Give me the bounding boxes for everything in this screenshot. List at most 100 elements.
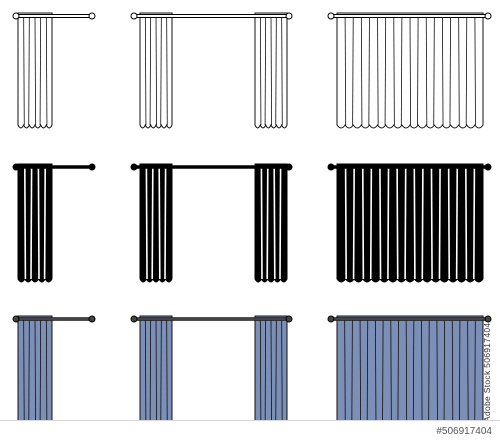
outline-single-left-finial-left <box>12 12 20 20</box>
silhouette-single-left-rod <box>15 165 93 169</box>
outline-full-closed-0-fold <box>352 15 354 126</box>
outline-full-closed-0-fold <box>442 15 444 126</box>
outline-full-closed-0-fold <box>409 15 412 126</box>
silhouette-single-left-0-fold <box>24 166 27 280</box>
colored-full-closed-0-fold <box>390 318 392 435</box>
silhouette-full-closed-0-fold <box>447 166 451 280</box>
silhouette-pair-open-1-fold <box>273 166 276 280</box>
outline-full-closed-0-fold <box>449 15 451 126</box>
silhouette-full-closed-0-fold <box>387 166 390 280</box>
colored-full-closed-0-fold <box>351 318 353 435</box>
outline-pair-open-rod <box>133 14 290 18</box>
colored-full-closed-0-fold <box>436 318 438 435</box>
colored-single-left-0-fold <box>34 318 36 435</box>
colored-full-closed-0-fold <box>382 318 384 435</box>
colored-single-left-0-fold <box>23 318 25 435</box>
colored-full-closed-0-fold <box>405 318 408 435</box>
silhouette-full-closed-0-fold <box>473 166 476 280</box>
outline-pair-open-1-fold <box>275 15 277 126</box>
silhouette-pair-open-finial-left <box>130 163 138 171</box>
silhouette-full-closed-0-fold <box>379 166 382 280</box>
silhouette-pair-open-1-fold <box>279 166 282 280</box>
silhouette-pair-open-finial-right <box>285 163 293 171</box>
silhouette-single-left-0-fold <box>43 166 46 280</box>
colored-full-closed-0-panel <box>336 315 484 438</box>
outline-single-left-rod <box>15 14 93 18</box>
colored-single-left-0-fold <box>45 318 48 435</box>
silhouette-single-left-finial-left <box>12 163 20 171</box>
colored-full-closed-0-fold <box>451 318 454 435</box>
outline-full-closed-finial-right <box>484 12 492 20</box>
outline-single-left-0-fold <box>23 15 25 126</box>
colored-full-closed-0-fold <box>375 318 377 435</box>
outline-full-closed-rod <box>330 14 489 18</box>
silhouette-full-closed-0-fold <box>396 166 399 280</box>
colored-pair-open-finial-left <box>130 315 138 323</box>
silhouette-pair-open-1-panel <box>254 163 288 283</box>
stock-watermark-number: 506917404 <box>482 322 492 368</box>
colored-pair-open-1-fold <box>270 318 273 435</box>
outline-full-closed-0-fold <box>368 15 370 126</box>
silhouette-full-closed-0-fold <box>455 166 459 280</box>
outline-full-closed-0-fold <box>433 15 435 126</box>
colored-full-closed-0-fold <box>412 318 415 435</box>
outline-full-closed-0-fold <box>465 15 468 126</box>
outline-pair-open-0-fold <box>155 15 158 126</box>
outline-full-closed-0-fold <box>384 15 387 126</box>
outline-full-closed-0-fold <box>344 15 347 126</box>
silhouette-full-closed-0-fold <box>438 166 441 280</box>
colored-pair-open-finial-right <box>285 315 293 323</box>
colored-full-closed-0-fold <box>458 318 461 435</box>
silhouette-pair-open-1-fold <box>260 166 263 280</box>
colored-pair-open-0-fold <box>166 318 168 435</box>
colored-full-closed-0-fold <box>474 318 476 435</box>
outline-full-closed-finial-left <box>327 12 335 20</box>
outline-full-closed-0-fold <box>458 15 460 126</box>
silhouette-full-closed-0-fold <box>465 166 468 280</box>
silhouette-pair-open-0-fold <box>164 166 167 280</box>
colored-pair-open-1-fold <box>275 318 277 435</box>
silhouette-full-closed-finial-right <box>484 163 492 171</box>
outline-full-closed-0-fold <box>425 15 428 126</box>
colored-pair-open-1-fold <box>264 318 267 435</box>
colored-full-closed-finial-right <box>484 315 492 323</box>
colored-single-left-finial-left <box>12 315 20 323</box>
outline-single-left-0-fold <box>39 15 42 126</box>
outline-full-closed-0-fold <box>377 15 379 126</box>
colored-full-closed-0-fold <box>421 318 423 435</box>
stock-watermark-vertical: Adobe Stock 506917404 <box>482 296 496 422</box>
silhouette-full-closed-rod <box>330 165 489 169</box>
silhouette-full-closed-0-fold <box>352 166 355 280</box>
outline-full-closed-0-fold <box>417 15 419 126</box>
colored-full-closed-0-fold <box>443 318 445 435</box>
outline-single-left-0-fold <box>28 15 30 126</box>
stock-watermark-bar: #506917404 <box>0 420 500 443</box>
colored-full-closed-0-fold <box>344 318 346 435</box>
silhouette-pair-open-0-fold <box>151 166 154 280</box>
silhouette-single-left-finial-right <box>88 163 96 171</box>
outline-single-left-0-fold <box>45 15 48 126</box>
silhouette-full-closed-0-fold <box>413 166 416 280</box>
colored-pair-open-0-fold <box>160 318 162 435</box>
silhouette-full-closed-0-fold <box>430 166 433 280</box>
outline-pair-open-0-fold <box>144 15 147 126</box>
outline-pair-open-1-fold <box>264 15 267 126</box>
silhouette-full-closed-finial-left <box>327 163 335 171</box>
colored-single-left-0-fold <box>28 318 30 435</box>
outline-full-closed-0-fold <box>393 15 395 126</box>
stock-watermark-id: #506917404 <box>436 426 492 437</box>
colored-full-closed-0-fold <box>428 318 430 435</box>
outline-full-closed-0-fold <box>474 15 476 126</box>
stock-watermark-site: Adobe Stock <box>482 370 492 423</box>
silhouette-pair-open-1-fold <box>266 166 269 280</box>
outline-pair-open-0-fold <box>149 15 152 126</box>
colored-full-closed-finial-left <box>327 315 335 323</box>
outline-pair-open-finial-right <box>285 12 293 20</box>
silhouette-pair-open-rod <box>133 165 290 169</box>
colored-pair-open-1-fold <box>281 318 283 435</box>
silhouette-single-left-0-fold <box>30 166 33 280</box>
silhouette-single-left-0-panel <box>17 163 53 283</box>
silhouette-pair-open-0-fold <box>145 166 148 280</box>
colored-pair-open-0-fold <box>149 318 152 435</box>
